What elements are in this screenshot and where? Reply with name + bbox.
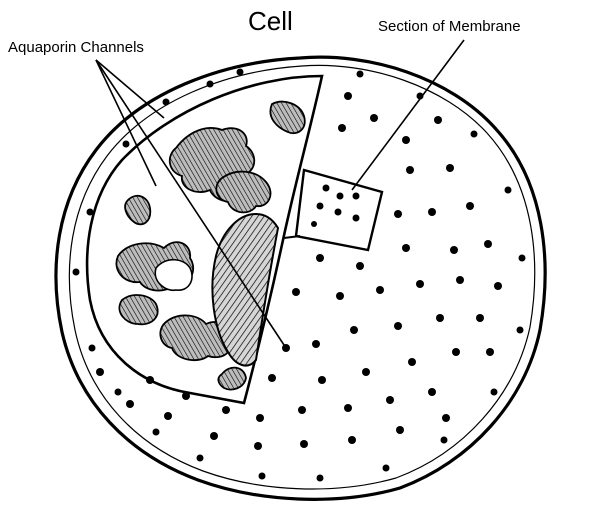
diagram-title: Cell [248, 6, 293, 37]
membrane-section-label: Section of Membrane [378, 18, 521, 35]
aquaporin-channels-label: Aquaporin Channels [8, 39, 144, 56]
organelle-oval-lower [119, 295, 157, 324]
leader-line-aquaporin-1 [96, 60, 164, 118]
organelle-mitochondrion-center [155, 260, 192, 291]
